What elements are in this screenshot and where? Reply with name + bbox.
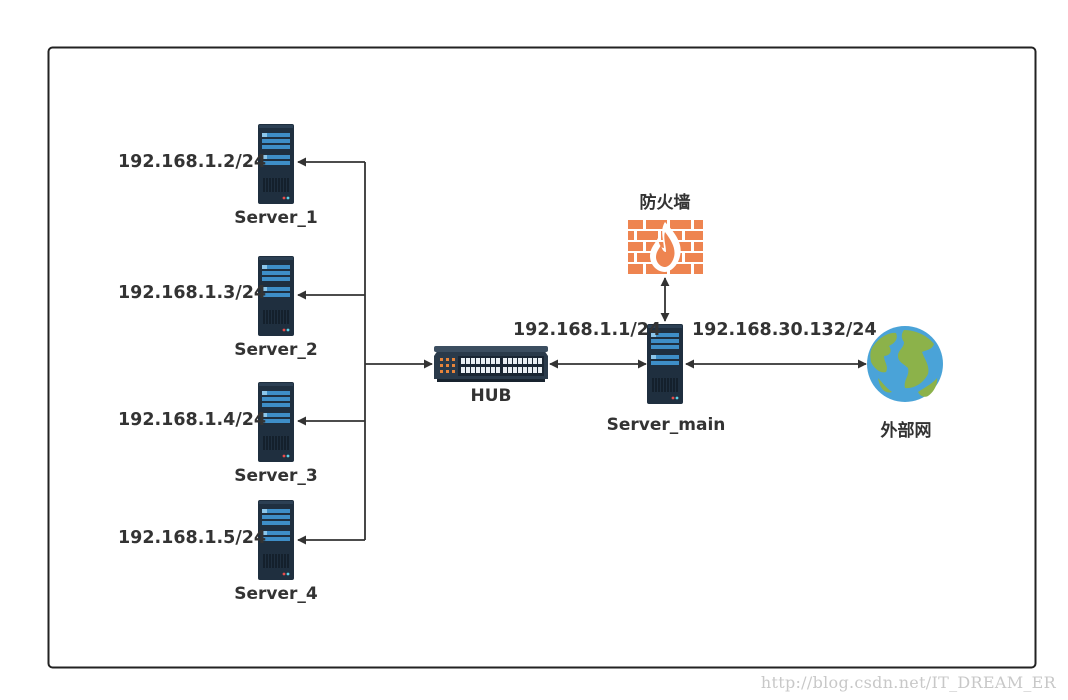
watermark: http://blog.csdn.net/IT_DREAM_ER xyxy=(760,673,1056,692)
hub-icon xyxy=(434,346,548,382)
server-name-label: Server_2 xyxy=(234,340,318,360)
server-name-label: Server_3 xyxy=(234,466,318,486)
diagram-frame xyxy=(47,46,1037,669)
bus-lines xyxy=(297,157,867,545)
server-main-label: Server_main xyxy=(606,415,726,435)
internet-label: 外部网 xyxy=(880,421,932,441)
server-ip-label: 192.168.1.3/24 xyxy=(118,283,267,303)
globe-icon xyxy=(867,326,943,402)
server-name-label: Server_4 xyxy=(234,584,318,604)
server-ip-label: 192.168.1.4/24 xyxy=(118,410,267,430)
firewall-icon xyxy=(628,220,703,274)
server-ip-label: 192.168.1.5/24 xyxy=(118,528,267,548)
server-main-external-ip: 192.168.30.132/24 xyxy=(692,320,877,340)
server-ip-label: 192.168.1.2/24 xyxy=(118,152,267,172)
firewall-label: 防火墙 xyxy=(639,193,691,213)
server-name-label: Server_1 xyxy=(234,208,318,228)
hub-label: HUB xyxy=(470,386,512,406)
server-main-internal-ip: 192.168.1.1/24 xyxy=(513,320,662,340)
